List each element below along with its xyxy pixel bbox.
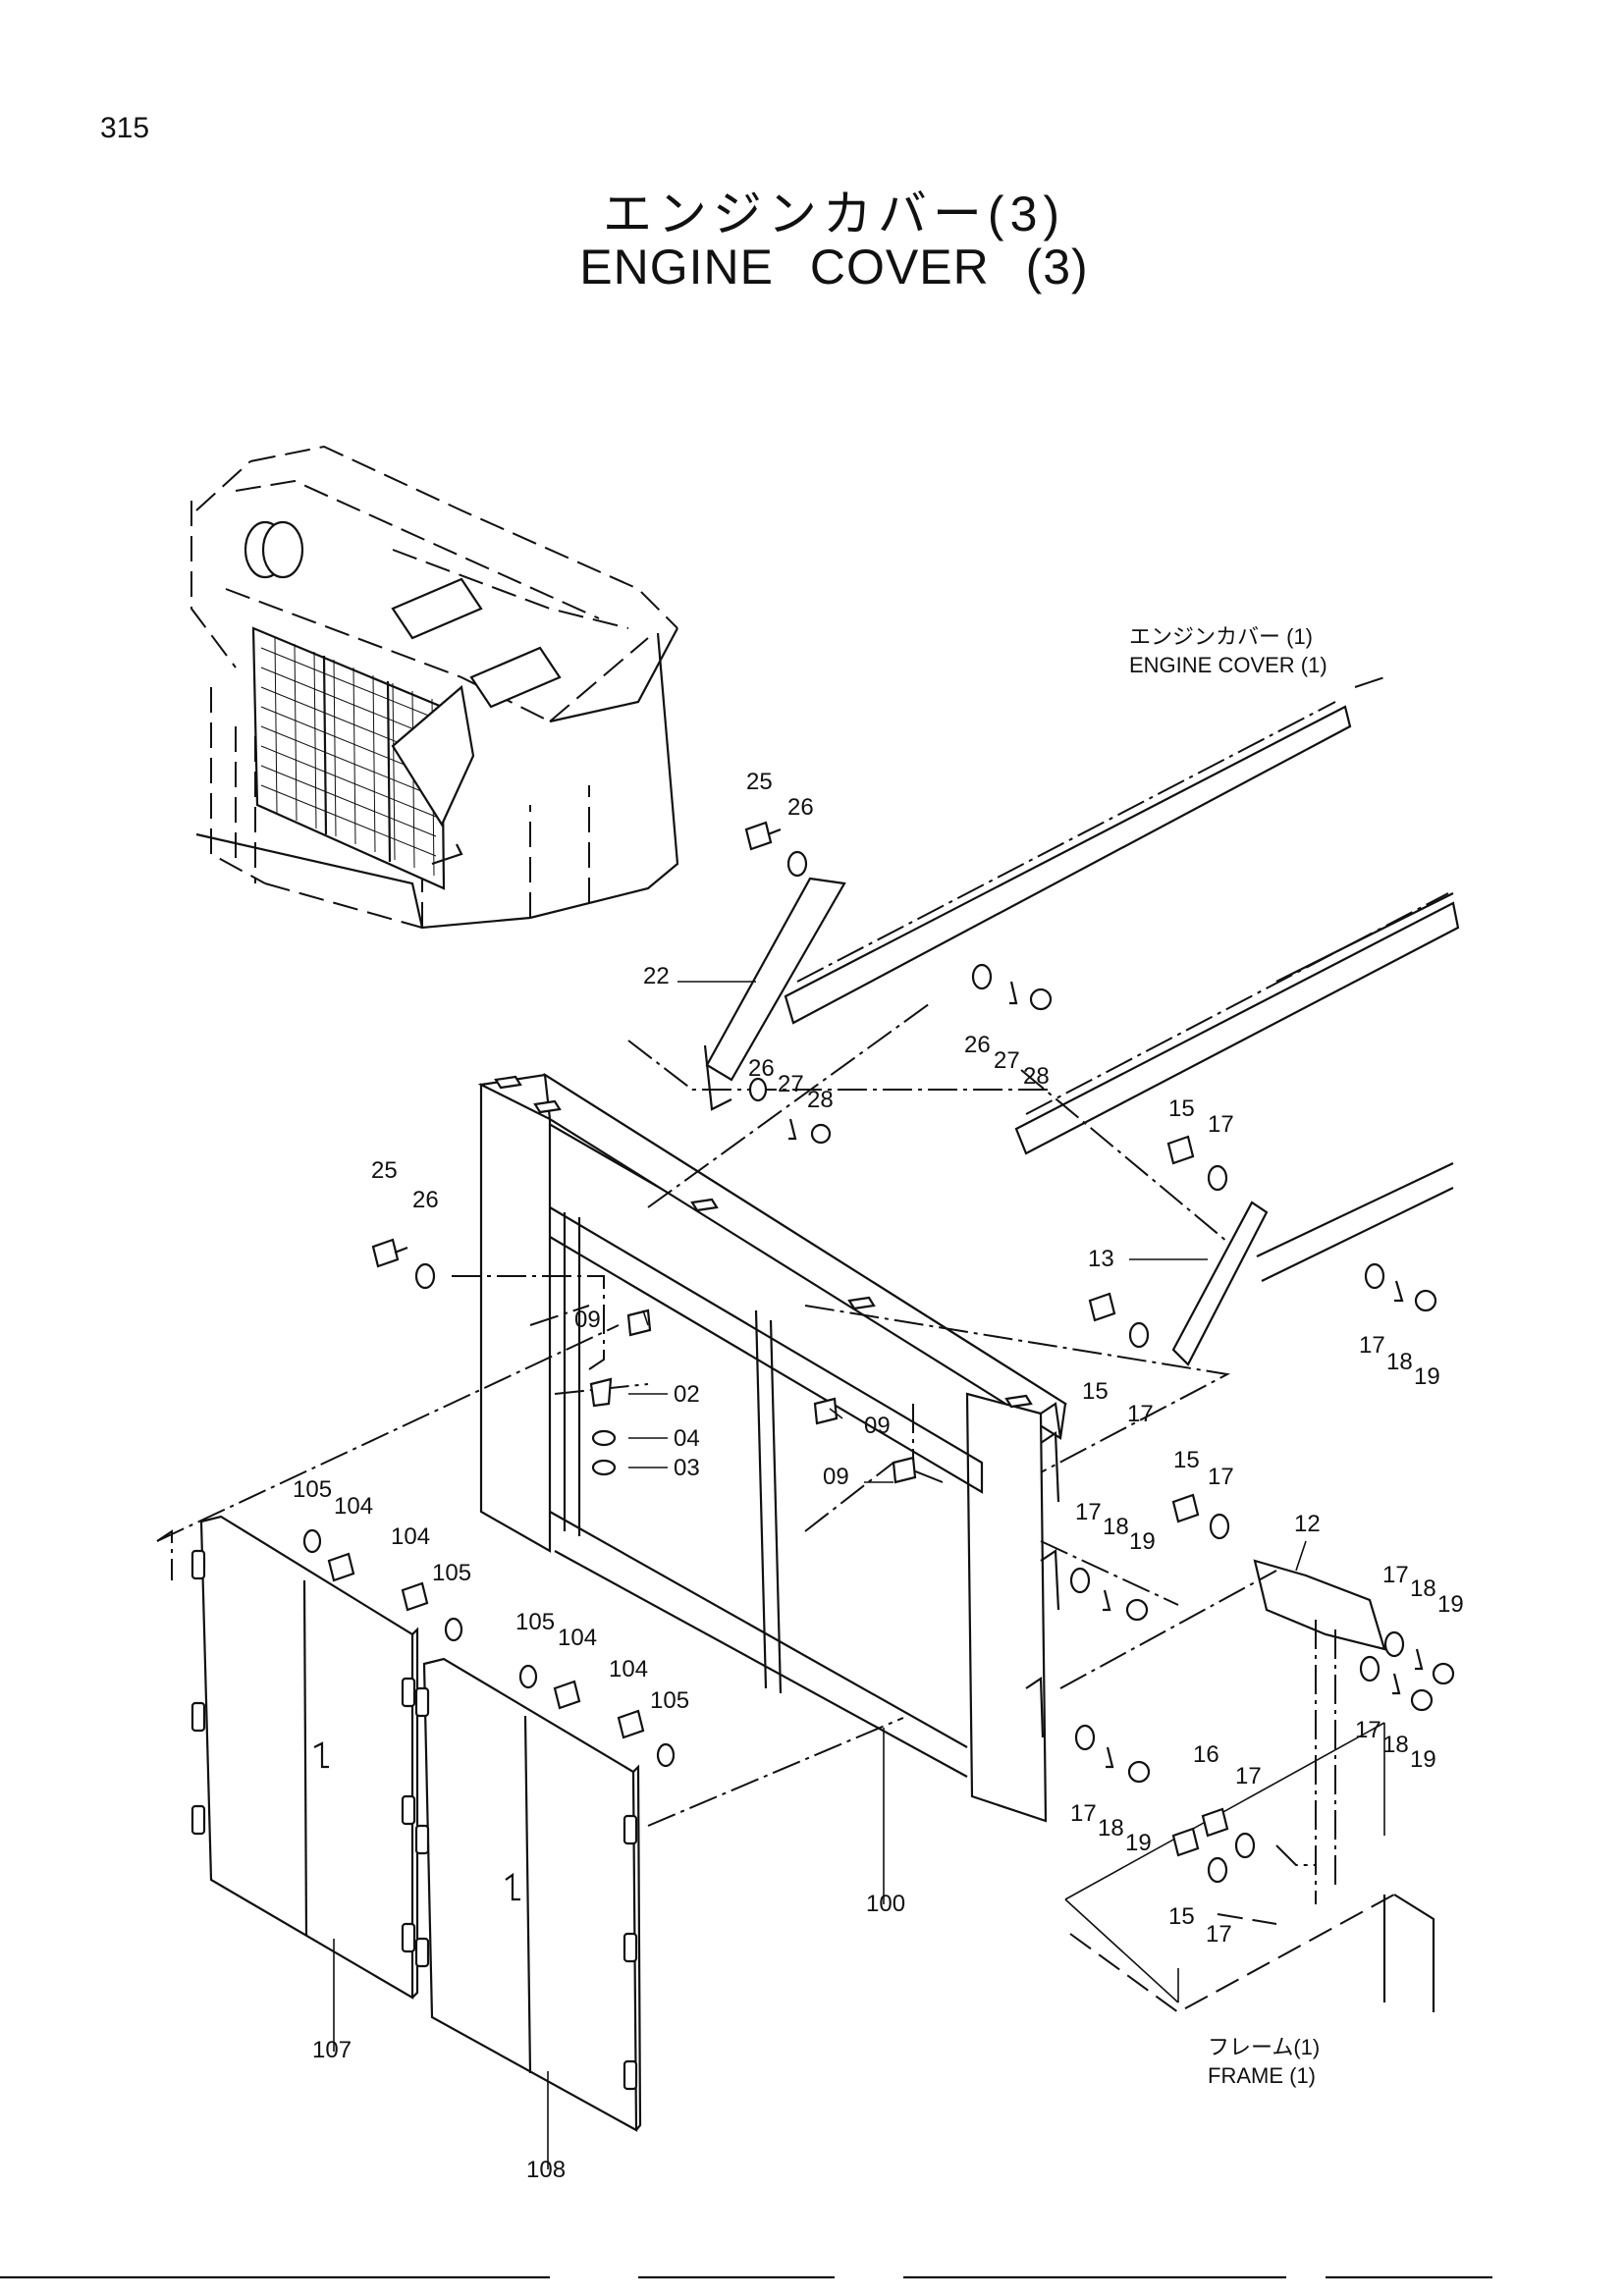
part-label: 03: [674, 1455, 700, 1481]
part-label: 28: [1023, 1063, 1050, 1090]
part-label: 105: [293, 1476, 332, 1503]
part-label: 25: [371, 1157, 398, 1184]
ref-engine-cover-1-japanese: エンジンカバー (1): [1129, 624, 1313, 649]
part-label: 15: [1173, 1447, 1200, 1473]
part-label: 09: [864, 1413, 891, 1439]
ref-frame-1-japanese: フレーム(1): [1208, 2035, 1320, 2059]
stay-22: [703, 877, 846, 1111]
part-label: 105: [432, 1560, 471, 1586]
part-label: 18: [1098, 1815, 1124, 1842]
part-label: 17: [1382, 1562, 1409, 1588]
part-label: 12: [1294, 1511, 1321, 1537]
part-label: 17: [1075, 1499, 1102, 1525]
part-label: 25: [746, 769, 773, 795]
part-label: 18: [1386, 1349, 1413, 1375]
part-label: 105: [515, 1609, 555, 1635]
part-label: 17: [1359, 1332, 1385, 1359]
part-label: 26: [787, 794, 814, 821]
part-label: 108: [526, 2157, 566, 2183]
ref-frame-1-english: FRAME (1): [1208, 2063, 1316, 2088]
part-label: 17: [1208, 1111, 1234, 1138]
door-panel-107: [190, 1515, 419, 2000]
machine-overview-illustration: [190, 445, 679, 930]
stay-12: [1253, 1559, 1386, 1651]
engine-cover-1-rails: [784, 676, 1460, 1282]
part-label: 18: [1103, 1514, 1129, 1540]
part-label: 17: [1355, 1717, 1381, 1743]
part-label: 17: [1208, 1464, 1234, 1490]
frame-1-outline: [1064, 1722, 1435, 2014]
part-label: 04: [674, 1425, 700, 1452]
part-label: 18: [1410, 1575, 1436, 1602]
part-label: 17: [1127, 1401, 1154, 1427]
part-label: 19: [1414, 1363, 1440, 1390]
part-label: 26: [964, 1032, 991, 1058]
page-number: 315: [100, 112, 150, 144]
part-label: 107: [312, 2037, 352, 2063]
part-label: 27: [994, 1047, 1020, 1074]
part-label: 19: [1410, 1746, 1436, 1773]
part-label: 19: [1129, 1528, 1156, 1555]
part-label: 18: [1382, 1732, 1409, 1758]
page-title-english: ENGINE COVER (3): [579, 240, 1089, 294]
door-panel-108: [414, 1657, 642, 2132]
part-label: 100: [866, 1891, 905, 1917]
part-label: 22: [643, 963, 670, 989]
part-callouts: 25 26 22 26 27 28 26 27 28 25 26 09 02 0…: [293, 769, 1464, 2183]
part-label: 104: [334, 1493, 373, 1520]
stay-13: [1171, 1201, 1269, 1366]
part-label: 16: [1193, 1741, 1219, 1768]
part-label: 26: [412, 1187, 439, 1213]
part-label: 105: [650, 1687, 689, 1714]
part-label: 17: [1235, 1763, 1262, 1789]
part-label: 15: [1168, 1903, 1195, 1930]
part-label: 104: [558, 1625, 597, 1651]
part-label: 13: [1088, 1246, 1114, 1272]
part-label: 02: [674, 1381, 700, 1408]
page-title-japanese: エンジンカバー(3): [602, 187, 1066, 241]
part-label: 15: [1082, 1378, 1109, 1405]
part-label: 27: [778, 1071, 804, 1097]
part-label: 15: [1168, 1095, 1195, 1122]
part-label: 09: [823, 1464, 849, 1490]
frame-100: [477, 1072, 1068, 1823]
part-label: 17: [1070, 1800, 1097, 1827]
part-label: 28: [807, 1087, 834, 1113]
leader-lines: [156, 1000, 1336, 1904]
part-label: 104: [391, 1523, 430, 1550]
part-label: 19: [1125, 1830, 1152, 1856]
part-label: 26: [748, 1055, 775, 1082]
hardware: [302, 821, 1455, 1884]
part-label: 104: [609, 1656, 648, 1682]
part-label: 17: [1206, 1921, 1232, 1948]
part-label: 09: [574, 1307, 601, 1333]
callout-leaders: [333, 981, 1307, 2169]
part-label: 19: [1437, 1591, 1464, 1618]
ref-engine-cover-1-english: ENGINE COVER (1): [1129, 653, 1327, 677]
